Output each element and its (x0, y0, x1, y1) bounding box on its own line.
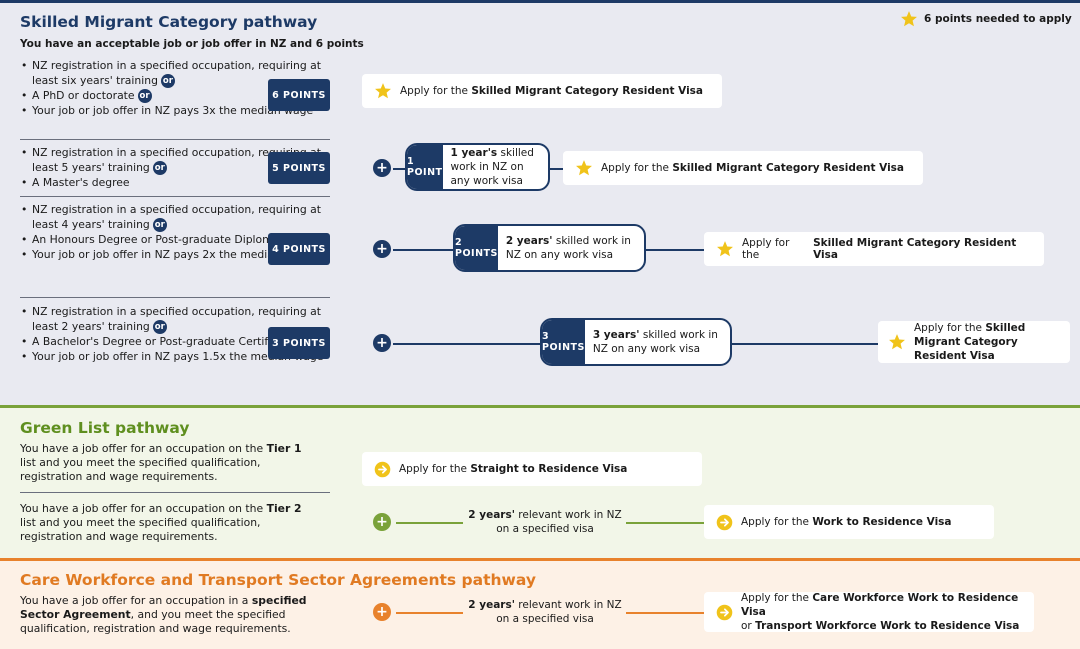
apply-smc-visa-row1: Apply for the Skilled Migrant Category R… (362, 74, 722, 108)
divider (20, 297, 330, 298)
or-badge: or (152, 320, 167, 334)
apply-work-to-residence: Apply for the Work to Residence Visa (704, 505, 994, 539)
connector-line (626, 522, 706, 524)
connector-line (626, 612, 706, 614)
apply-straight-to-residence: Apply for the Straight to Residence Visa (362, 452, 702, 486)
arrow-right-icon (374, 461, 391, 477)
plus-icon: + (373, 240, 391, 258)
work-experience-2-years: 2 POINTS 2 years' skilled work in NZ on … (453, 224, 646, 272)
connector-line (393, 249, 455, 251)
star-icon (576, 160, 592, 176)
points-badge-3: 3 POINTS (268, 327, 330, 359)
points-badge-6: 6 POINTS (268, 79, 330, 111)
or-badge: or (160, 74, 175, 88)
apply-smc-visa-row4: Apply for the Skilled Migrant Category R… (878, 321, 1070, 363)
apply-smc-visa-row2: Apply for the Skilled Migrant Category R… (563, 151, 923, 185)
plus-icon: + (373, 603, 391, 621)
apply-sector-work-to-residence: Apply for the Care Workforce Work to Res… (704, 592, 1034, 632)
work-experience-1-year: 1 POINT 1 year's skilled work in NZ on a… (405, 143, 550, 191)
connector-line (393, 168, 407, 170)
connector-line (550, 168, 564, 170)
or-badge: or (137, 89, 152, 103)
tier1-description: You have a job offer for an occupation o… (20, 442, 302, 483)
points-badge-5: 5 POINTS (268, 152, 330, 184)
green-list-title: Green List pathway (20, 419, 190, 437)
sector-agreements-title: Care Workforce and Transport Sector Agre… (20, 571, 536, 589)
smc-title: Skilled Migrant Category pathway (20, 13, 318, 31)
criteria-item: Your job or job offer in NZ pays 3x the … (20, 103, 330, 118)
star-icon (375, 83, 391, 99)
smc-subtitle: You have an acceptable job or job offer … (20, 38, 364, 50)
star-icon (889, 334, 905, 350)
or-badge: or (152, 161, 167, 175)
divider (20, 196, 330, 197)
tier2-description: You have a job offer for an occupation o… (20, 502, 302, 543)
criteria-list-4-points: NZ registration in a specified occupatio… (20, 202, 330, 262)
legend-text: 6 points needed to apply (924, 13, 1072, 25)
arrow-right-icon (716, 604, 733, 620)
criteria-item: NZ registration in a specified occupatio… (20, 145, 330, 175)
points-badge-4: 4 POINTS (268, 233, 330, 265)
apply-smc-visa-row3: Apply for the Skilled Migrant Category R… (704, 232, 1044, 266)
connector-line (646, 249, 706, 251)
criteria-item: NZ registration in a specified occupatio… (20, 304, 330, 334)
criteria-item: A Master's degree (20, 175, 330, 190)
tier2-work-requirement: 2 years' relevant work in NZ on a specif… (468, 509, 622, 535)
divider (20, 492, 330, 493)
criteria-item: NZ registration in a specified occupatio… (20, 202, 330, 232)
criteria-item: Your job or job offer in NZ pays 2x the … (20, 247, 330, 262)
plus-icon: + (373, 334, 391, 352)
connector-line (732, 343, 880, 345)
sector-agreement-description: You have a job offer for an occupation i… (20, 594, 307, 635)
criteria-list-6-points: NZ registration in a specified occupatio… (20, 58, 330, 118)
connector-line (396, 612, 463, 614)
criteria-item: Your job or job offer in NZ pays 1.5x th… (20, 349, 330, 364)
plus-icon: + (373, 159, 391, 177)
arrow-right-icon (716, 514, 733, 530)
criteria-item: NZ registration in a specified occupatio… (20, 58, 330, 88)
criteria-list-3-points: NZ registration in a specified occupatio… (20, 304, 330, 364)
criteria-list-5-points: NZ registration in a specified occupatio… (20, 145, 330, 190)
plus-icon: + (373, 513, 391, 531)
or-badge: or (152, 218, 167, 232)
connector-line (396, 522, 463, 524)
legend: 6 points needed to apply (900, 10, 1072, 28)
sector-work-requirement: 2 years' relevant work in NZ on a specif… (468, 599, 622, 625)
work-experience-3-years: 3 POINTS 3 years' skilled work in NZ on … (540, 318, 732, 366)
divider (20, 139, 330, 140)
star-icon (717, 241, 733, 257)
star-icon (901, 11, 917, 27)
connector-line (393, 343, 543, 345)
